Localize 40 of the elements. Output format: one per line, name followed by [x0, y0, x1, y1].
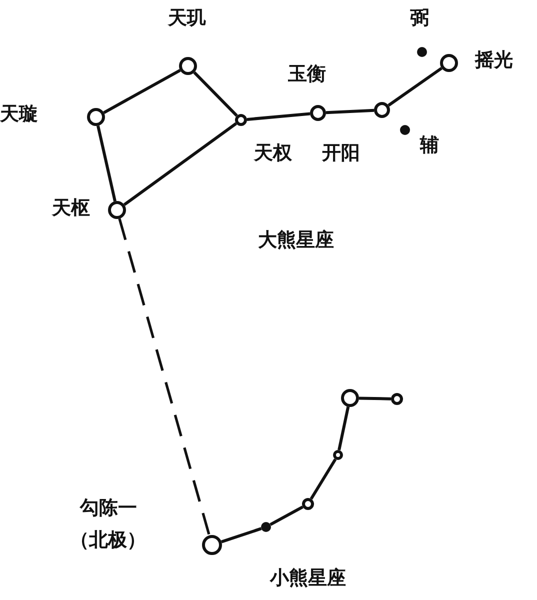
star-dot [417, 47, 427, 57]
star-name: （北极） [70, 530, 146, 552]
constellation-name: 小熊星座 [270, 568, 346, 590]
star-circle [333, 450, 343, 460]
star-name: 玉衡 [288, 64, 326, 86]
star-circle [202, 535, 222, 555]
star-circle [302, 498, 314, 510]
constellation-line [358, 396, 392, 400]
constellation-name: 大熊星座 [258, 230, 334, 252]
star-circle [235, 114, 247, 126]
star-name: 天玑 [168, 8, 206, 30]
star-circle [87, 108, 105, 126]
star-dot [400, 125, 410, 135]
star-circle [391, 393, 403, 405]
constellation-line [123, 122, 238, 206]
star-circle [374, 102, 390, 118]
constellation-line [193, 71, 238, 117]
star-name: 天权 [254, 143, 292, 165]
star-name: 辅 [420, 135, 439, 157]
star-name: 勾陈一 [80, 498, 137, 520]
star-circle [310, 105, 326, 121]
star-name: 开阳 [322, 143, 360, 165]
constellation-line [246, 112, 310, 121]
constellation-line [326, 108, 374, 114]
constellation-line [96, 125, 116, 202]
star-circle [179, 57, 197, 75]
star-circle [108, 201, 126, 219]
star-name: 摇光 [475, 50, 513, 72]
constellation-line [270, 506, 304, 526]
star-circle [440, 54, 458, 72]
star-name: 弼 [410, 8, 429, 30]
star-circle [341, 389, 359, 407]
star-name: 天枢 [52, 198, 90, 220]
constellation-line [388, 66, 442, 107]
constellation-line [310, 458, 337, 500]
constellation-line [103, 69, 181, 114]
constellation-line [221, 527, 262, 544]
dashed-line [118, 218, 211, 536]
constellation-line [338, 406, 350, 450]
star-dot [261, 522, 271, 532]
